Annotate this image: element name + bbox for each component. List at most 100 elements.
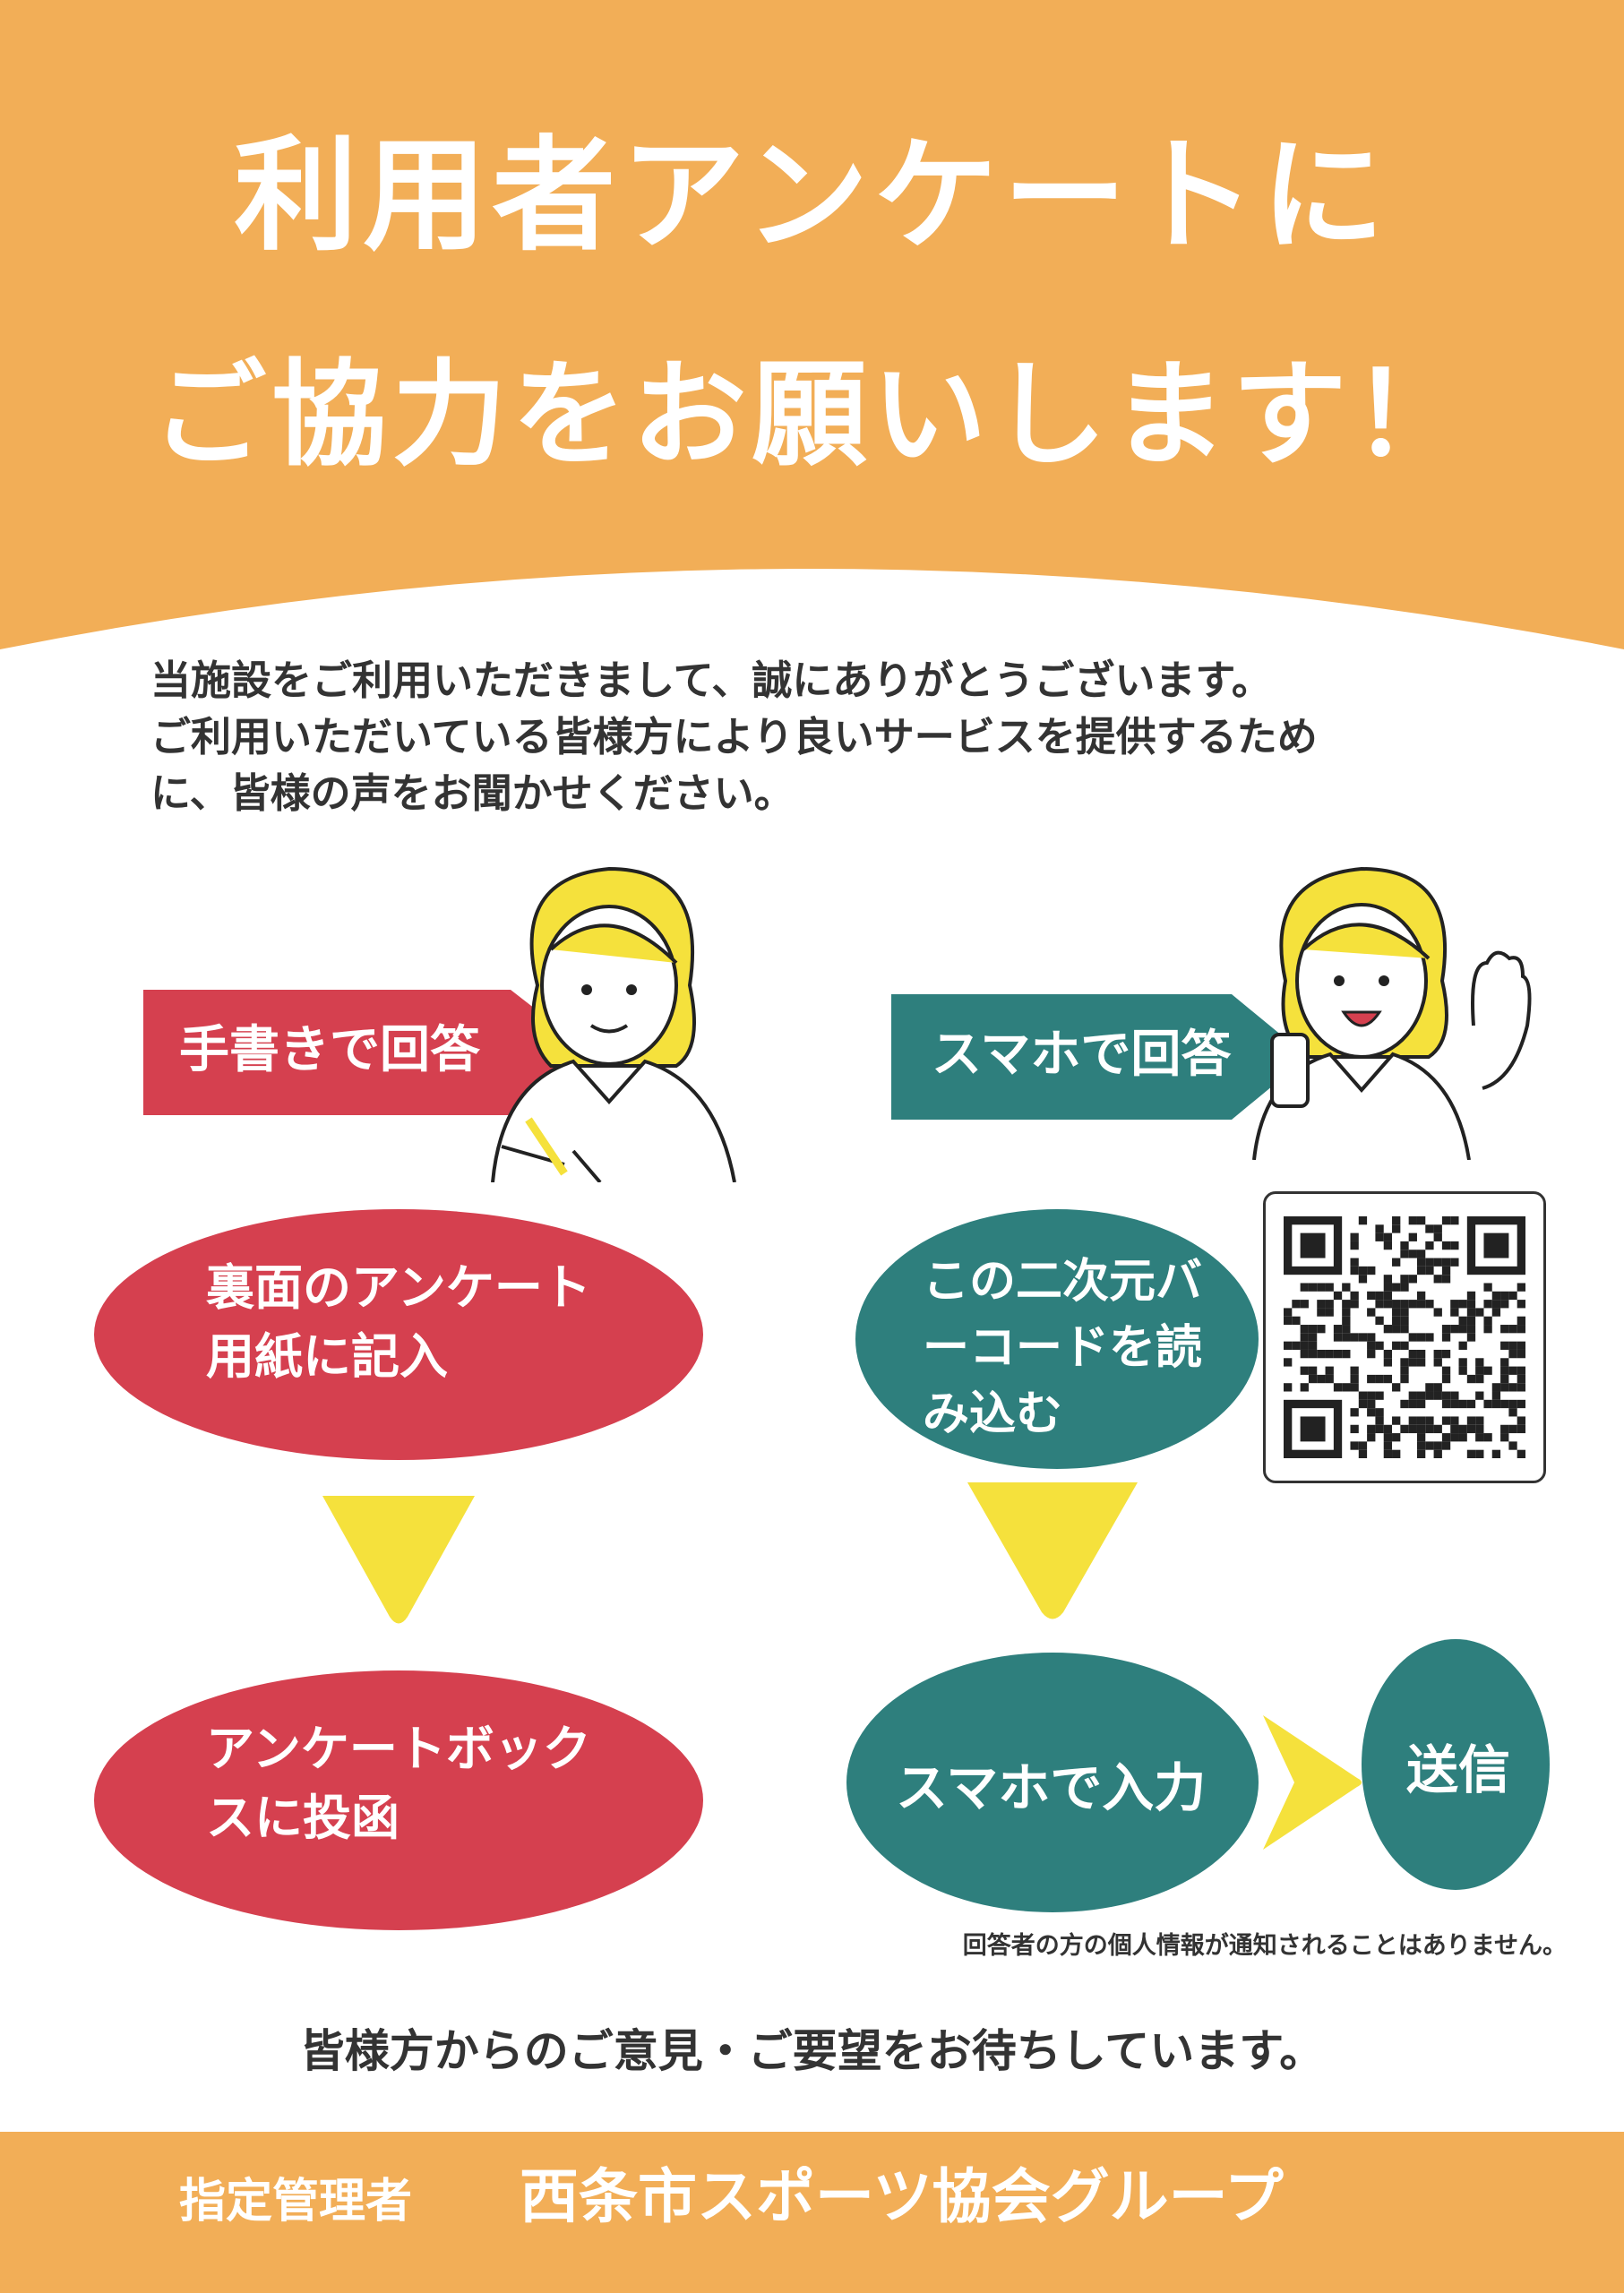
qr-module — [1433, 1224, 1442, 1233]
qr-module — [1375, 1424, 1384, 1434]
qr-module — [1458, 1341, 1467, 1350]
qr-module — [1483, 1316, 1492, 1326]
qr-module — [1416, 1291, 1426, 1301]
qr-module — [1500, 1358, 1509, 1367]
qr-module — [1500, 1424, 1509, 1434]
qr-module — [1375, 1408, 1384, 1417]
qr-module — [1325, 1349, 1334, 1359]
woman-with-phone-illustration — [1252, 866, 1532, 1160]
qr-module — [1367, 1291, 1376, 1301]
smartphone-step-1-line-1: この二次元バ — [923, 1255, 1203, 1309]
qr-module — [1342, 1283, 1351, 1292]
qr-module — [1441, 1416, 1451, 1425]
footer-orange-band — [0, 2132, 1624, 2293]
qr-module — [1475, 1433, 1484, 1442]
qr-module — [1408, 1416, 1417, 1425]
qr-module — [1500, 1374, 1509, 1384]
qr-module — [1441, 1325, 1451, 1334]
qr-module — [1483, 1433, 1492, 1442]
handwritten-step-2-oval — [94, 1670, 703, 1930]
qr-module — [1433, 1391, 1442, 1400]
qr-module — [1425, 1441, 1434, 1450]
qr-module — [1500, 1366, 1509, 1375]
qr-module — [1466, 1399, 1476, 1409]
qr-module — [1441, 1258, 1451, 1267]
qr-module — [1517, 1416, 1525, 1425]
qr-module — [1383, 1300, 1393, 1309]
qr-module — [1450, 1325, 1459, 1334]
footer-org: 西条市スポーツ協会グループ — [520, 2162, 1284, 2231]
qr-module — [1416, 1391, 1426, 1400]
qr-module — [1500, 1383, 1509, 1392]
qr-module — [1342, 1300, 1351, 1309]
qr-module — [1416, 1258, 1426, 1267]
intro-line-2: ご利用いただいている皆様方により良いサービスを提供するため — [150, 713, 1318, 760]
qr-module — [1433, 1358, 1442, 1367]
qr-module — [1441, 1333, 1451, 1342]
qr-module — [1508, 1366, 1517, 1375]
qr-module — [1383, 1449, 1393, 1458]
qr-module — [1500, 1433, 1509, 1442]
smartphone-step-3-text: 送信 — [1406, 1739, 1511, 1800]
qr-module — [1325, 1283, 1334, 1292]
qr-module — [1317, 1308, 1326, 1317]
qr-module — [1508, 1441, 1517, 1450]
smartphone-label: スマホで回答 — [932, 1026, 1232, 1084]
qr-module — [1300, 1383, 1309, 1392]
qr-module — [1508, 1408, 1517, 1417]
handwritten-step-2-line-1: アンケートボック — [206, 1721, 591, 1777]
qr-module — [1491, 1383, 1501, 1392]
qr-module — [1325, 1366, 1334, 1375]
qr-module — [1392, 1341, 1401, 1350]
qr-module — [1383, 1283, 1393, 1292]
qr-module — [1292, 1341, 1301, 1350]
qr-module — [1400, 1325, 1409, 1334]
qr-module — [1375, 1341, 1384, 1350]
qr-module — [1317, 1283, 1326, 1292]
smartphone-step-2-text: スマホで入力 — [896, 1757, 1207, 1818]
qr-module — [1458, 1366, 1467, 1375]
qr-module — [1375, 1300, 1384, 1309]
qr-module — [1416, 1416, 1426, 1425]
qr-module — [1383, 1374, 1393, 1384]
handwritten-step-2-text: アンケートボック スに投函 — [206, 1715, 591, 1852]
qr-module — [1367, 1408, 1376, 1417]
qr-module — [1466, 1325, 1476, 1334]
qr-module — [1392, 1216, 1401, 1225]
smartphone-step-2-oval — [846, 1653, 1259, 1912]
qr-module — [1450, 1391, 1459, 1400]
woman-writing-illustration — [491, 866, 736, 1182]
qr-module — [1433, 1232, 1442, 1241]
qr-module — [1375, 1391, 1384, 1400]
qr-module — [1466, 1308, 1476, 1317]
smartphone-step-3-oval — [1362, 1639, 1550, 1890]
qr-module — [1284, 1358, 1293, 1367]
qr-module — [1450, 1300, 1459, 1309]
qr-module — [1508, 1383, 1517, 1392]
qr-module — [1400, 1374, 1409, 1384]
qr-module — [1517, 1399, 1525, 1409]
qr-module — [1400, 1283, 1409, 1292]
qr-module — [1500, 1325, 1509, 1334]
qr-module — [1317, 1300, 1326, 1309]
qr-module — [1350, 1232, 1359, 1241]
qr-module — [1517, 1449, 1525, 1458]
qr-module — [1408, 1349, 1417, 1359]
qr-module — [1483, 1325, 1492, 1334]
qr-module — [1300, 1283, 1309, 1292]
down-arrow-left — [322, 1496, 475, 1624]
qr-module — [1375, 1374, 1384, 1384]
qr-module — [1400, 1250, 1409, 1258]
qr-module — [1342, 1383, 1351, 1392]
qr-module — [1491, 1300, 1501, 1309]
qr-module — [1392, 1224, 1401, 1233]
closing-message: 皆様方からのご意見・ご要望をお待ちしています。 — [299, 2025, 1325, 2077]
qr-module — [1416, 1250, 1426, 1258]
qr-module — [1375, 1232, 1384, 1241]
title-line-2: ご協力をお願いします！ — [151, 348, 1473, 482]
qr-module — [1392, 1283, 1401, 1292]
qr-module — [1433, 1258, 1442, 1267]
qr-code-frame[interactable] — [1263, 1191, 1546, 1483]
qr-module — [1408, 1391, 1417, 1400]
qr-module — [1433, 1349, 1442, 1359]
